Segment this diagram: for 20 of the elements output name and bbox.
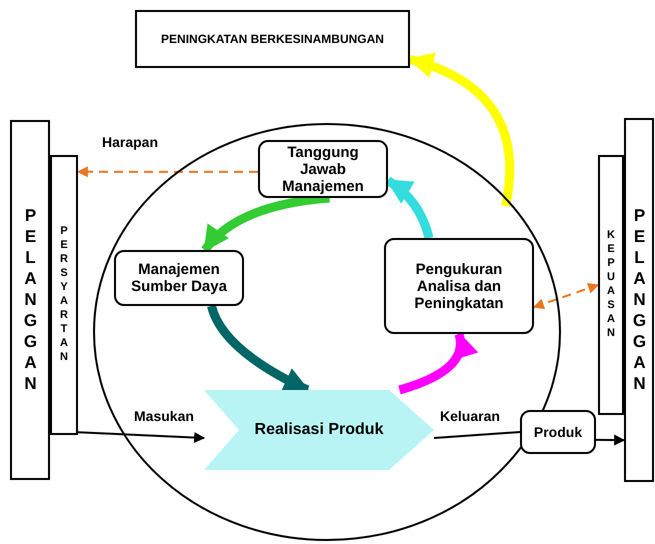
block-arrow xyxy=(386,176,434,240)
responsibility-box: Tanggung Jawab Manajemen xyxy=(258,140,388,198)
satisfaction-bar: KEPUASAN xyxy=(598,155,624,415)
measurement-box: Pengukuran Analisa dan Peningkatan xyxy=(384,238,534,334)
resource-box: Manajemen Sumber Daya xyxy=(114,250,244,306)
customer-bar: PELANGGAN xyxy=(624,118,654,482)
process-chevron: Realisasi Produk xyxy=(204,390,434,470)
customer-bar: PELANGGAN xyxy=(10,120,50,480)
edge-label: Harapan xyxy=(100,134,160,150)
improvement-box: PENINGKATAN BERKESINAMBUNGAN xyxy=(135,10,410,68)
product-box: Produk xyxy=(520,410,596,454)
arrow xyxy=(76,166,258,178)
arrow xyxy=(532,283,600,310)
edge-label: Keluaran xyxy=(438,408,502,424)
edge-label: Masukan xyxy=(132,408,196,424)
arrow xyxy=(596,434,626,446)
block-arrow xyxy=(398,331,477,394)
requirements-bar: PERSYARTAN xyxy=(50,155,78,435)
arrow xyxy=(78,431,206,444)
connector-line xyxy=(434,431,520,439)
